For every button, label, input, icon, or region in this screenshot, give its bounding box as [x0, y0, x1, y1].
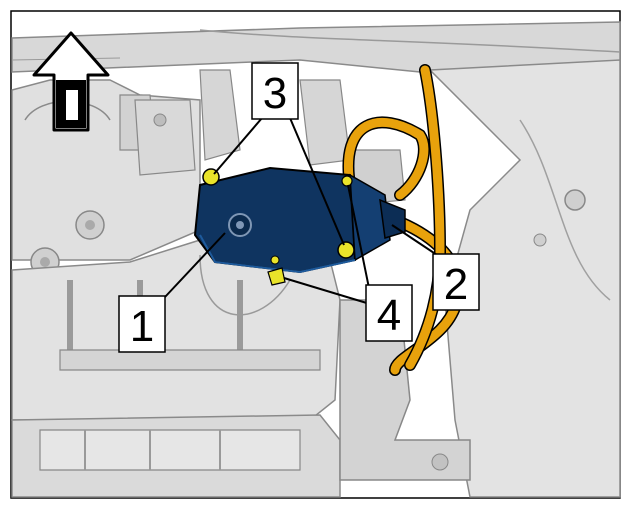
- callout-2-label: 2: [444, 260, 468, 309]
- leader-lines: [164, 117, 438, 305]
- callout-2: 2: [432, 253, 480, 311]
- leader-3a: [213, 117, 263, 175]
- up-arrow-icon: [32, 31, 110, 132]
- leader-4b: [283, 277, 371, 305]
- leader-3b: [289, 117, 345, 246]
- retaining-clips: [267, 175, 353, 286]
- callout-4: 4: [365, 284, 413, 342]
- callout-3: 3: [251, 62, 299, 120]
- leader-4a: [347, 184, 371, 294]
- vacuum-hose: [342, 64, 465, 376]
- callout-4-label: 4: [377, 291, 401, 340]
- callout-3-label: 3: [263, 69, 287, 118]
- callout-1-label: 1: [130, 302, 154, 351]
- callout-1: 1: [118, 295, 166, 353]
- background-vehicle-parts: [11, 21, 621, 498]
- leader-2: [391, 224, 438, 256]
- leader-1: [164, 232, 226, 298]
